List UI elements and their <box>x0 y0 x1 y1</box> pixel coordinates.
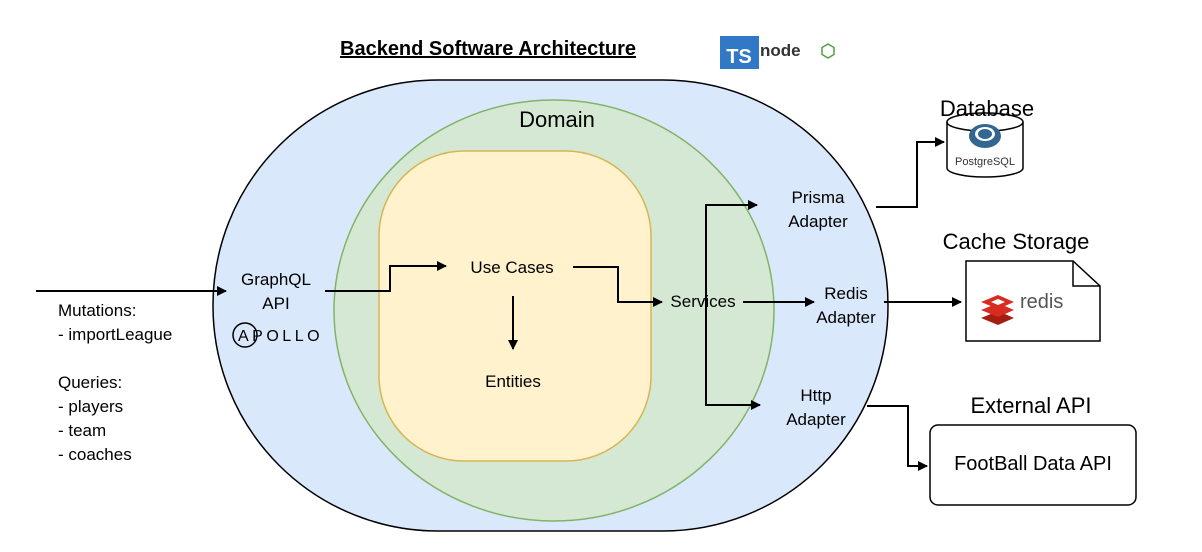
target-external-api-label: External API <box>970 393 1092 418</box>
arrow-services-to-prisma <box>705 200 758 302</box>
apollo-logo: APOLLO <box>232 322 323 348</box>
redis-cache-storage: redis <box>965 260 1101 342</box>
query-item: - coaches <box>58 445 132 464</box>
arrow-usecases-to-services <box>573 266 663 307</box>
apollo-logo-circle <box>232 322 258 348</box>
postgresql-logo-text: PostgreSQL <box>955 156 1015 168</box>
query-item: - players <box>58 397 124 416</box>
node-prisma-adapter: Prisma Adapter <box>762 186 874 234</box>
typescript-logo <box>720 36 759 69</box>
mutation-item: - importLeague <box>58 325 173 344</box>
query-item: - team <box>58 421 107 440</box>
mutations-heading: Mutations: <box>58 301 137 320</box>
target-cache-label: Cache Storage <box>942 229 1090 254</box>
node-entities: Entities <box>485 372 541 391</box>
diagram-title: Backend Software Architecture <box>340 38 637 60</box>
node-use-cases: Use Cases <box>470 258 554 277</box>
node-hexagon-icon <box>821 43 835 59</box>
arrow-services-to-http <box>705 302 761 410</box>
redis-stack-icon <box>981 295 1014 325</box>
node-graphql-api-line-1: GraphQL <box>241 270 311 289</box>
node-services: Services <box>670 292 736 311</box>
node-http-adapter-line-1: Http <box>800 386 832 405</box>
core-layer <box>378 150 652 462</box>
node-redis-adapter-line-1: Redis <box>824 284 868 303</box>
typescript-node-logo: TS node <box>720 36 835 69</box>
target-database-label: Database <box>939 96 1035 121</box>
node-redis-adapter: Redis Adapter <box>796 282 896 330</box>
external-api-box-label: FootBall Data API <box>954 453 1112 475</box>
node-graphql-api-line-2: API <box>262 294 290 313</box>
apollo-logo-text: APOLLO <box>238 328 323 345</box>
node-prisma-adapter-line-1: Prisma <box>791 188 845 207</box>
queries-heading: Queries: <box>58 373 123 392</box>
node-http-adapter-line-2: Adapter <box>786 410 846 429</box>
typescript-logo-text: TS <box>726 46 752 68</box>
arrow-prisma-to-database <box>876 137 945 208</box>
node-graphql-api: GraphQL API <box>226 268 326 316</box>
node-logo-text: node <box>760 41 801 60</box>
redis-logo-text: redis <box>1020 291 1063 313</box>
postgresql-database: PostgreSQL <box>946 112 1024 178</box>
node-prisma-adapter-line-2: Adapter <box>788 212 848 231</box>
domain-layer-label: Domain <box>519 107 595 132</box>
arrow-http-to-external-api <box>867 405 928 471</box>
node-redis-adapter-line-2: Adapter <box>816 308 876 327</box>
external-api-box <box>929 424 1137 506</box>
operations-list: Mutations: - importLeague Queries: - pla… <box>58 299 172 467</box>
arrow-graphql-to-usecases <box>325 261 447 292</box>
node-http-adapter: Http Adapter <box>766 384 866 432</box>
